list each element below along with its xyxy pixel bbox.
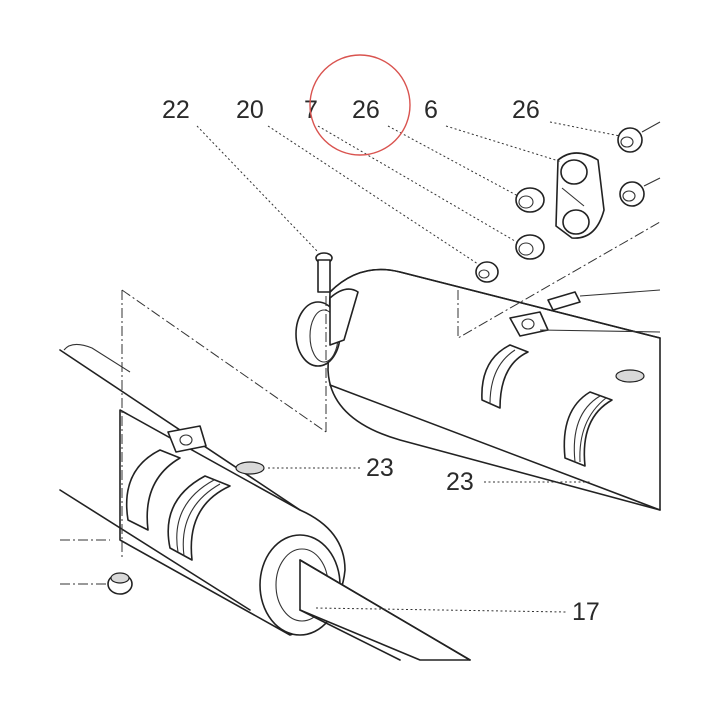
callout-23-upper: 23 (446, 468, 474, 496)
bushing-parts (475, 121, 661, 283)
lower-pipe-body (59, 343, 471, 661)
highlight-circle (309, 54, 411, 156)
nut-part (107, 572, 133, 595)
hanger-bracket (555, 152, 605, 239)
bolt-part (315, 252, 333, 293)
callout-26: 26 (512, 96, 540, 124)
callout-20: 20 (236, 96, 264, 124)
leader-lines (196, 121, 621, 613)
callout-6: 6 (424, 96, 438, 124)
callout-26-highlighted: 26 (352, 96, 380, 124)
assembly-lines (60, 221, 661, 585)
callout-23-lower: 23 (366, 454, 394, 482)
callout-17: 17 (572, 598, 600, 626)
bolt-part-right (539, 289, 661, 333)
callout-7: 7 (304, 96, 318, 124)
callout-22: 22 (162, 96, 190, 124)
upper-pipe-body (295, 268, 661, 511)
